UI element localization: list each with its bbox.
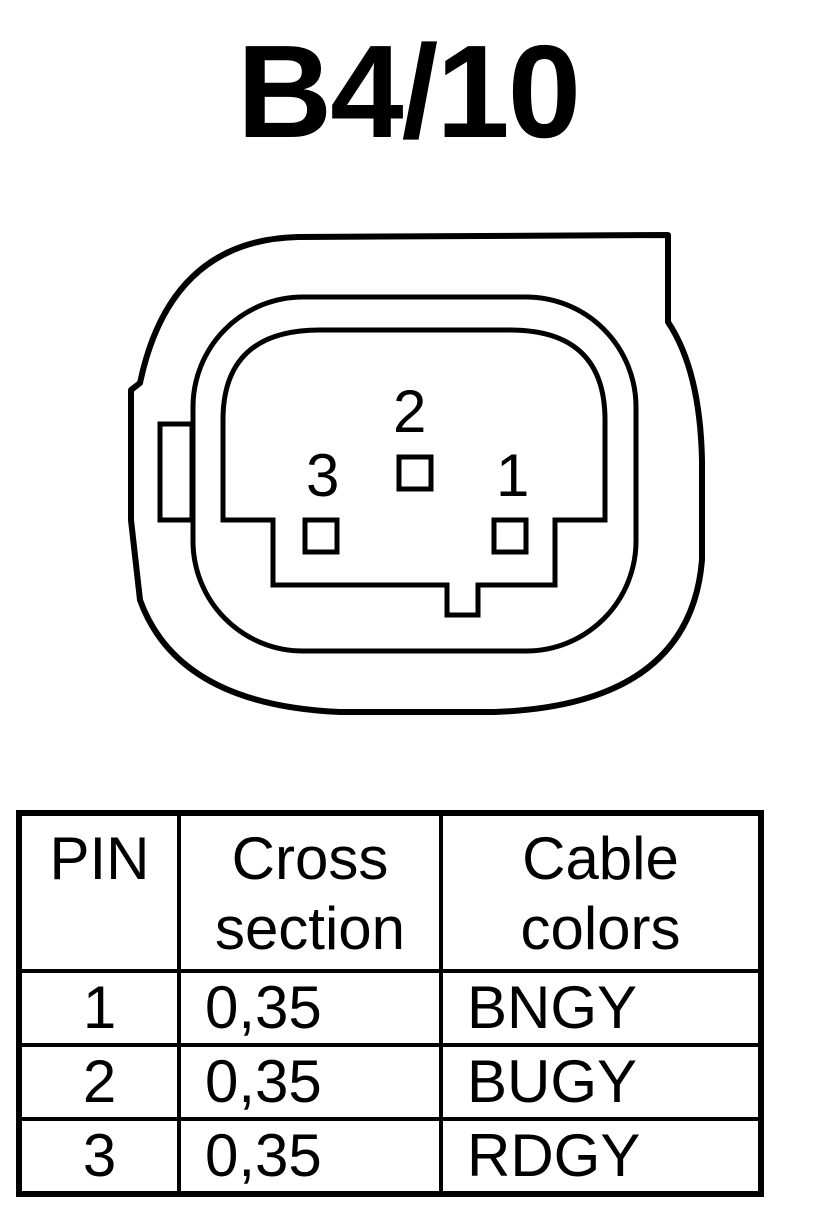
row-cross-section: 0,35 bbox=[177, 969, 443, 1047]
row-cross-section: 0,35 bbox=[177, 1043, 443, 1121]
row-cable-color: BNGY bbox=[439, 969, 763, 1047]
connector-title: B4/10 bbox=[236, 18, 581, 165]
header-cross-section-line-1: Cross bbox=[231, 825, 389, 892]
pin-1-contact bbox=[491, 517, 529, 555]
table-header-row: PIN Cross section Cable colors bbox=[17, 811, 763, 973]
row-pin: 3 bbox=[17, 1117, 181, 1196]
header-cable-colors-line-1: Cable bbox=[522, 825, 679, 892]
connector-pin-cavity bbox=[220, 327, 608, 618]
row-cable-color: RDGY bbox=[439, 1117, 763, 1196]
row-pin: 1 bbox=[17, 969, 181, 1047]
row-pin: 2 bbox=[17, 1043, 181, 1121]
header-cross-section: Cross section bbox=[177, 811, 443, 973]
header-cross-section-line-2: section bbox=[214, 895, 406, 962]
row-cross-section: 0,35 bbox=[177, 1117, 443, 1196]
pin-1-label: 1 bbox=[496, 442, 529, 509]
pin-2-contact bbox=[396, 454, 434, 492]
header-pin-line: PIN bbox=[49, 825, 150, 892]
connector-inner-frame bbox=[190, 294, 639, 654]
row-cable-color: BUGY bbox=[439, 1043, 763, 1121]
pin-3-label: 3 bbox=[306, 442, 339, 509]
table-row: 2 0,35 BUGY bbox=[17, 1043, 763, 1121]
pin-3-contact bbox=[302, 517, 340, 555]
connector-housing-outline bbox=[128, 232, 705, 715]
header-pin: PIN bbox=[17, 811, 181, 973]
pin-2-label: 2 bbox=[393, 378, 426, 445]
header-cable-colors-line-2: colors bbox=[520, 895, 681, 962]
connector-latch-tab bbox=[157, 421, 195, 523]
pin-assignment-table: PIN Cross section Cable colors 1 0,35 BN… bbox=[16, 810, 764, 1197]
table-row: 3 0,35 RDGY bbox=[17, 1117, 763, 1196]
header-cable-colors: Cable colors bbox=[439, 811, 763, 973]
table-row: 1 0,35 BNGY bbox=[17, 969, 763, 1047]
connector-diagram: 2 3 1 bbox=[128, 232, 705, 715]
